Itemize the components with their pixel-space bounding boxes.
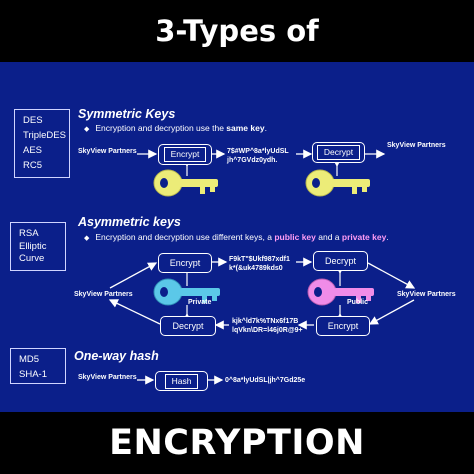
algorithm-des: DES [23,115,43,126]
bullet-diamond-icon: ◆ [84,235,90,242]
connector-layer [108,149,416,385]
encryption-slide: DES TripleDES AES RC5 Symmetric Keys ◆En… [0,62,474,412]
private-key-label: Private [188,299,212,306]
symmetric-encrypt-box: Encrypt [158,144,212,165]
algorithm-tripledes: TripleDES [23,130,66,141]
bottom-title: ENCRYPTION [0,412,474,474]
algorithm-aes: AES [23,145,43,156]
bullet-diamond-icon: ◆ [84,126,90,133]
asymmetric-ciphertext-top: F9kT"$Ukf987xdf1 k*(&uk4789kds0 [229,256,290,272]
hash-box: Hash [155,371,208,391]
asym-arrow-decrypt-to-left [108,299,161,325]
hash-sender: SkyView Partners [78,374,137,381]
asymmetric-algorithm-list: RSA Elliptic Curve [10,222,66,271]
asym-arrow-right-to-encrypt [368,299,415,325]
asymmetric-decrypt-box-bottom: Decrypt [160,316,216,336]
public-key-icon [307,278,374,306]
algorithm-sha1: SHA-1 [19,369,47,380]
asymmetric-title: Asymmetric keys [78,215,181,229]
symmetric-key-left-icon [153,169,218,197]
asymmetric-left-party: SkyView Partners [74,291,133,298]
symmetric-key-right-icon [305,169,370,197]
algorithm-md5: MD5 [19,354,40,365]
symmetric-title: Symmetric Keys [78,107,176,121]
asymmetric-bullet: ◆Encryption and decryption use different… [84,232,389,242]
private-key-highlight: private key [341,232,387,242]
public-key-highlight: public key [274,232,316,242]
asym-arrow-decrypt-to-right [367,262,416,289]
symmetric-ciphertext: 7$#WP^8a*lyUdSL jh^7GVdz0ydh. [227,148,289,164]
asymmetric-decrypt-label-bottom: Decrypt [172,321,204,331]
symmetric-receiver: SkyView Partners [387,142,446,149]
asymmetric-decrypt-label-top: Decrypt [324,256,356,266]
hash-label: Hash [164,373,199,389]
symmetric-decrypt-box: Decrypt [312,142,365,163]
public-key-label: Public [347,299,369,306]
hash-title: One-way hash [74,349,159,363]
hash-algorithm-list: MD5 SHA-1 [10,348,66,384]
same-key-highlight: same key [226,123,265,133]
symmetric-sender: SkyView Partners [78,148,137,155]
hash-digest: 0^8a*lyUdSL|jh^7Gd25e [225,377,306,384]
asymmetric-right-party: SkyView Partners [397,291,456,298]
asymmetric-decrypt-box-top: Decrypt [313,251,368,271]
algorithm-rc5: RC5 [23,160,43,171]
algorithm-rsa: RSA [19,228,39,239]
asymmetric-encrypt-box-bottom: Encrypt [316,316,370,336]
algorithm-elliptic: Elliptic [19,241,47,252]
asym-arrow-left-to-encrypt [109,262,158,289]
asymmetric-ciphertext-bottom: kjk^ld7k%TNx6f17B lqVkn\DR=l46j0R@9+ [232,318,303,334]
asymmetric-encrypt-label-top: Encrypt [169,258,201,268]
algorithm-curve: Curve [19,253,45,264]
private-key-icon [153,278,220,306]
symmetric-decrypt-label: Decrypt [316,145,361,160]
symmetric-algorithm-list: DES TripleDES AES RC5 [14,109,70,178]
symmetric-bullet: ◆Encryption and decryption use the same … [84,123,267,133]
asymmetric-encrypt-box-top: Encrypt [158,253,212,273]
symmetric-encrypt-label: Encrypt [163,147,207,162]
top-title: 3-Types of [0,0,474,62]
asymmetric-encrypt-label-bottom: Encrypt [327,321,359,331]
